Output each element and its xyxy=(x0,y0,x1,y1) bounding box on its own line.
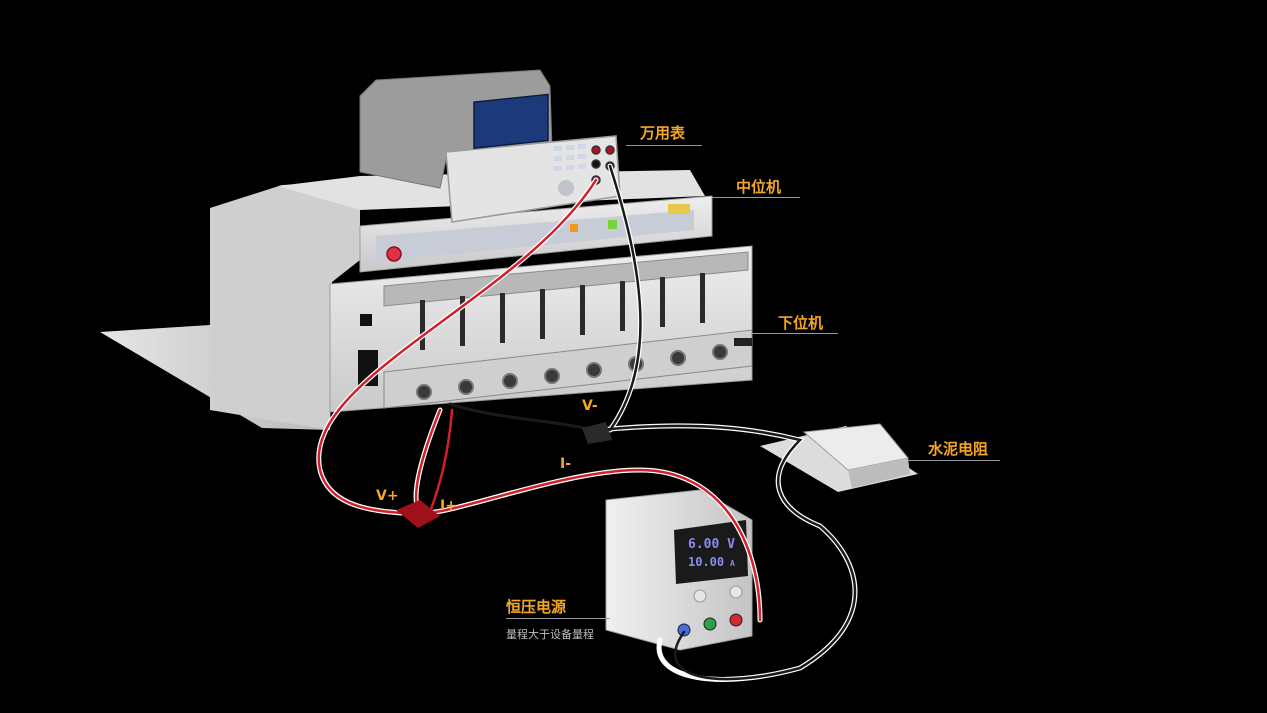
terminal-v-plus: V+ xyxy=(376,488,399,504)
leader-lower-unit xyxy=(752,333,838,334)
power-supply: 6.00 V 10.00 A xyxy=(605,489,753,651)
terminal-v-minus: V- xyxy=(582,398,598,414)
indicator-green xyxy=(608,220,617,229)
psu-knob xyxy=(693,589,707,603)
wire-red-iplus xyxy=(414,408,762,622)
terminal-i-minus: I- xyxy=(560,456,572,472)
label-multimeter: 万用表 xyxy=(640,124,686,142)
label-power-supply: 恒压电源 xyxy=(506,598,567,616)
small-switch xyxy=(360,314,372,326)
leader-multimeter xyxy=(626,145,702,146)
label-lower-unit: 下位机 xyxy=(778,314,824,332)
psu-terminal-negative xyxy=(677,623,691,637)
indicator-orange xyxy=(570,224,578,232)
multimeter xyxy=(359,69,621,223)
lower-unit xyxy=(329,245,753,413)
wires xyxy=(316,163,858,682)
psu-terminal-positive xyxy=(729,613,743,627)
psu-terminal-ground xyxy=(703,617,717,631)
psu-knob xyxy=(729,585,743,599)
leader-power-supply xyxy=(506,618,610,619)
wire-black-resistor xyxy=(598,424,857,681)
label-cement-resistor: 水泥电阻 xyxy=(928,440,989,458)
brand-plate xyxy=(668,204,690,214)
rack-side xyxy=(210,182,360,430)
terminal-i-plus: I+ xyxy=(440,498,457,514)
lower-unit-logo xyxy=(734,338,752,346)
wire-red-vplus xyxy=(317,178,598,516)
wire-black-iminus xyxy=(448,402,602,434)
leader-middle-unit xyxy=(712,197,800,198)
label-middle-unit: 中位机 xyxy=(736,178,782,196)
connectors xyxy=(416,344,728,400)
psu-current-unit: A xyxy=(730,559,735,568)
wire-black-vminus xyxy=(608,164,642,432)
psu-current: 10.00 xyxy=(688,555,724,569)
multimeter-screen xyxy=(473,93,549,150)
power-supply-note: 量程大于设备量程 xyxy=(506,628,594,641)
psu-voltage: 6.00 V xyxy=(688,537,735,552)
multimeter-keypad xyxy=(554,144,586,196)
channel-slots xyxy=(420,273,705,350)
clip-black xyxy=(582,422,612,444)
clip-red xyxy=(396,500,440,528)
power-button xyxy=(386,246,402,262)
leader-cement-resistor xyxy=(908,460,1000,461)
